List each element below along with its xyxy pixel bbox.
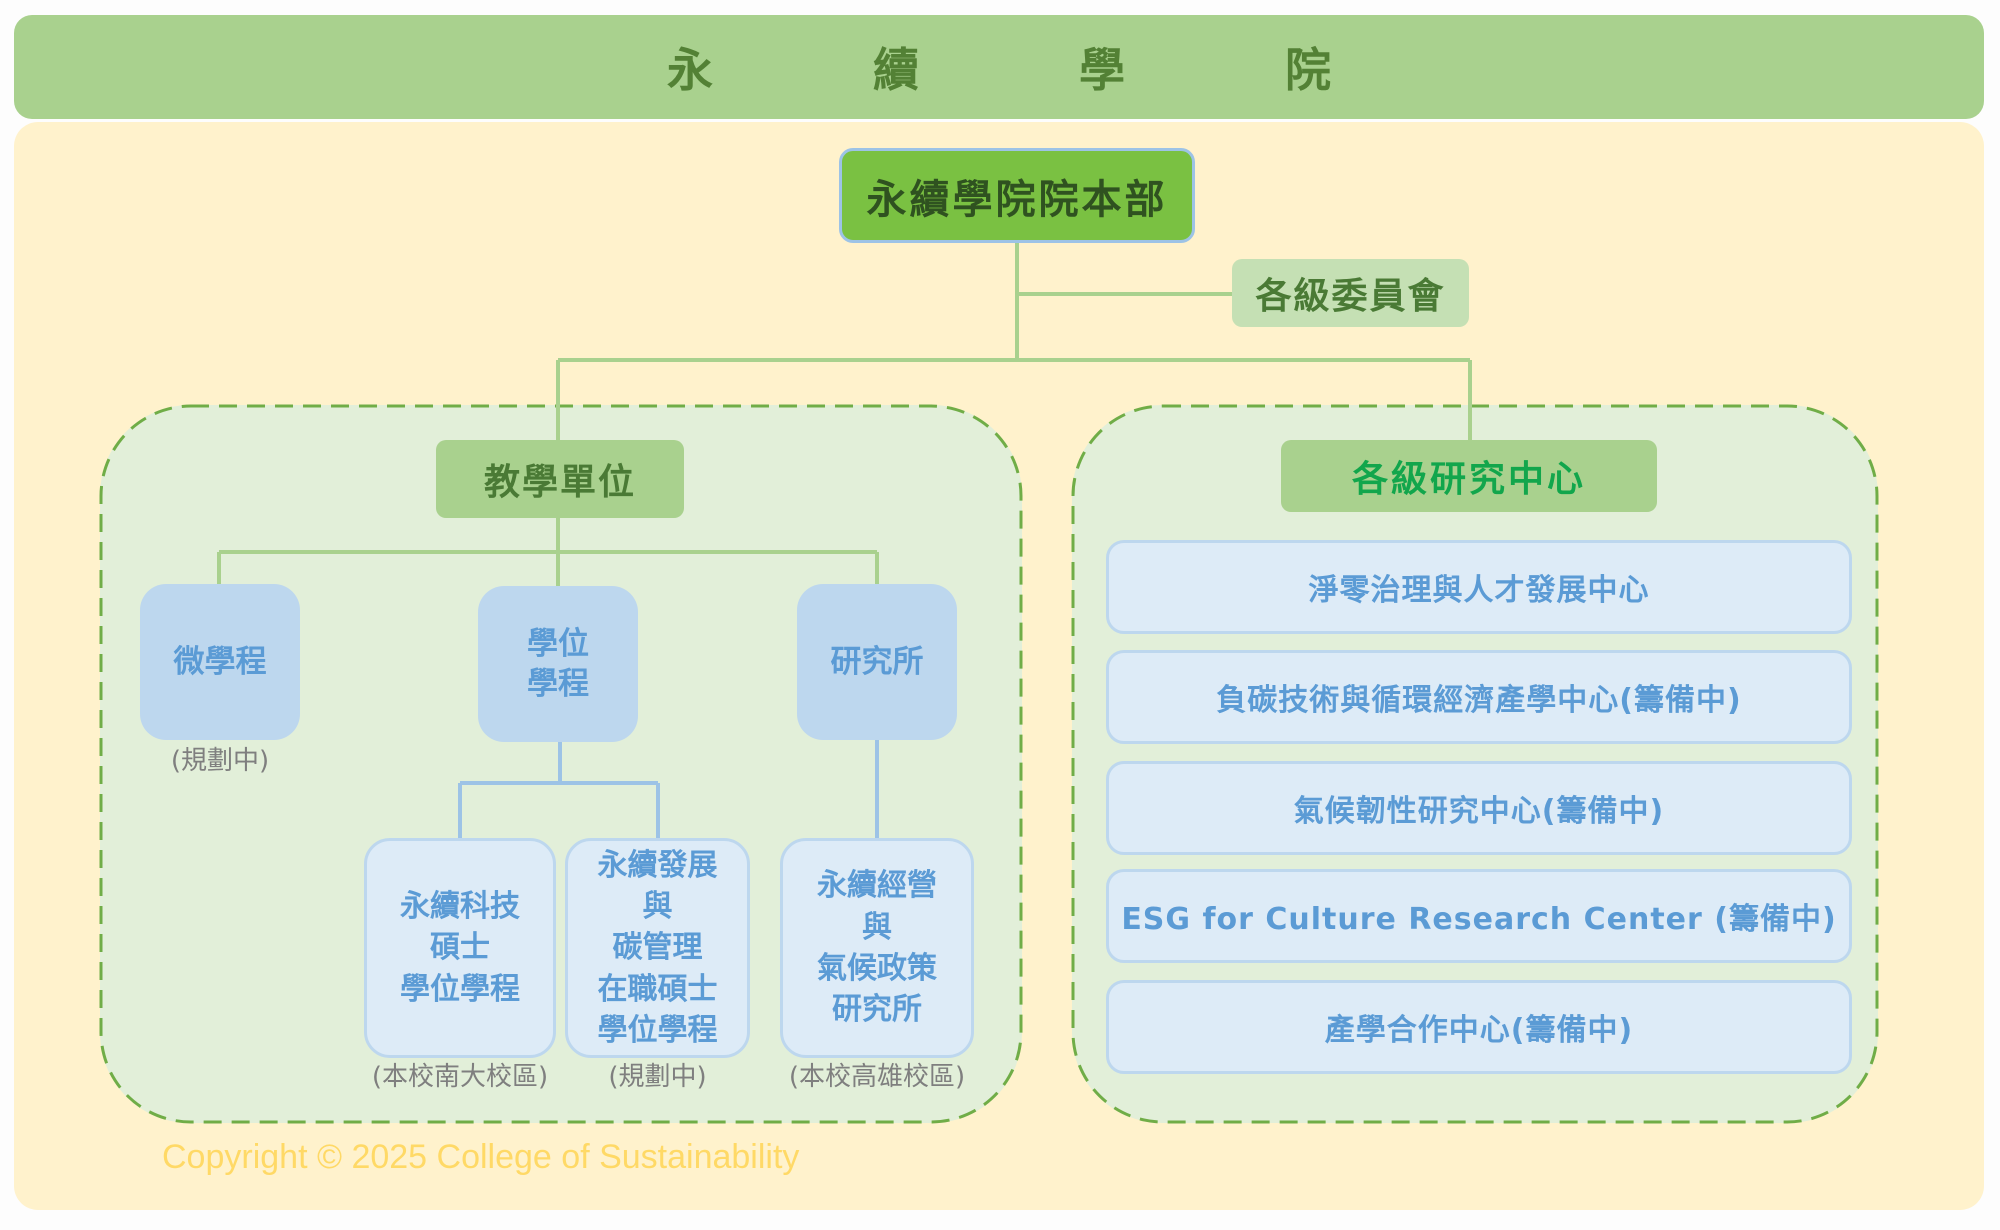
program-note: (規劃中) xyxy=(608,1062,707,1092)
research-center-label: 淨零治理與人才發展中心 xyxy=(1308,573,1650,608)
research-center-item: 產學合作中心(籌備中) xyxy=(1106,980,1852,1074)
research-center-label: 氣候韌性研究中心(籌備中) xyxy=(1293,794,1665,829)
teaching-units-label: 教學單位 xyxy=(483,462,636,503)
copyright-text: Copyright © 2025 College of Sustainabili… xyxy=(162,1138,800,1176)
program-box: 永續經營 與 氣候政策 研究所 xyxy=(780,838,974,1058)
page-title: 永續學院 xyxy=(667,43,1491,97)
unit-micro-program: 微學程 xyxy=(140,584,300,740)
program-label: 永續發展 與 碳管理 在職碩士 學位學程 xyxy=(597,847,718,1049)
program-note: (本校高雄校區) xyxy=(788,1062,966,1092)
committee-label: 各級委員會 xyxy=(1255,276,1446,317)
program-box: 永續發展 與 碳管理 在職碩士 學位學程 xyxy=(565,838,750,1058)
research-center-item: 氣候韌性研究中心(籌備中) xyxy=(1106,761,1852,855)
research-center-label: 負碳技術與循環經濟產學中心(籌備中) xyxy=(1216,683,1742,718)
unit-label: 研究所 xyxy=(830,643,924,680)
teaching-units-box: 教學單位 xyxy=(436,440,684,518)
program-note: (本校南大校區) xyxy=(371,1062,549,1092)
program-box: 永續科技 碩士 學位學程 xyxy=(364,838,556,1058)
research-center-label: ESG for Culture Research Center (籌備中) xyxy=(1121,902,1837,937)
research-centers-label: 各級研究中心 xyxy=(1351,459,1586,500)
committee-box: 各級委員會 xyxy=(1232,259,1469,327)
research-center-item: 負碳技術與循環經濟產學中心(籌備中) xyxy=(1106,650,1852,744)
research-center-item: 淨零治理與人才發展中心 xyxy=(1106,540,1852,634)
unit-note: (規劃中) xyxy=(170,746,270,776)
headquarters-label: 永續學院院本部 xyxy=(866,176,1168,223)
unit-institute: 研究所 xyxy=(797,584,957,740)
title-bar: 永續學院 xyxy=(14,15,1984,119)
unit-degree-program: 學位 學程 xyxy=(478,586,638,742)
research-center-label: 產學合作中心(籌備中) xyxy=(1324,1013,1634,1048)
headquarters-box: 永續學院院本部 xyxy=(839,148,1195,243)
program-label: 永續經營 與 氣候政策 研究所 xyxy=(817,868,937,1028)
research-centers-box: 各級研究中心 xyxy=(1281,440,1657,512)
unit-label: 學位 學程 xyxy=(527,625,589,702)
research-center-item: ESG for Culture Research Center (籌備中) xyxy=(1106,869,1852,963)
program-label: 永續科技 碩士 學位學程 xyxy=(400,888,520,1007)
unit-label: 微學程 xyxy=(173,643,267,680)
